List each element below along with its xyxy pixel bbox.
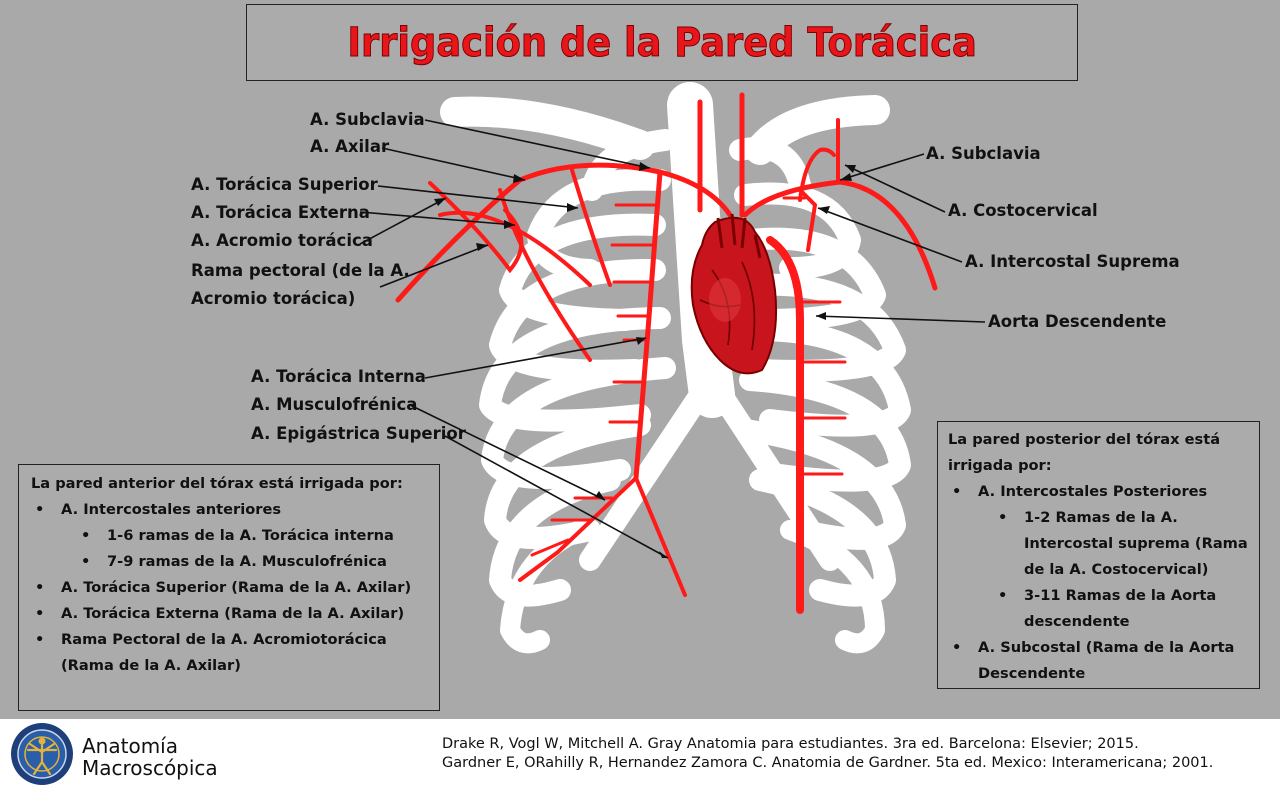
- brand-line-1: Anatomía: [82, 734, 178, 758]
- label-musculophrenic: A. Musculofrénica: [251, 395, 418, 414]
- ribcage: [440, 82, 911, 654]
- left-rib-5: [479, 307, 671, 432]
- posterior-box-heading: La pared posterior del tórax está irriga…: [948, 431, 1221, 474]
- arteries: [395, 92, 938, 614]
- posterior-item-subcostal: A. Subcostal (Rama de la Aorta Descenden…: [952, 635, 1249, 687]
- thoracic-wall-diagram: [359, 82, 986, 654]
- footer: [0, 719, 1280, 794]
- anterior-item-lateral-thoracic: A. Torácica Externa (Rama de la A. Axila…: [35, 601, 429, 627]
- superior-thoracic-artery: [570, 168, 612, 287]
- posterior-wall-box: La pared posterior del tórax está irriga…: [937, 421, 1260, 689]
- anatomia-logo-icon: [11, 723, 73, 785]
- references: Drake R, Vogl W, Mitchell A. Gray Anatom…: [442, 735, 1213, 773]
- left-subclavian-axillary-artery: [395, 162, 733, 303]
- label-internal-thoracic: A. Torácica Interna: [251, 367, 426, 386]
- anterior-item-superior-thoracic: A. Torácica Superior (Rama de la A. Axil…: [35, 575, 429, 601]
- costocervical-trunk: [798, 147, 836, 202]
- label-subclavian-left: A. Subclavia: [310, 110, 425, 129]
- superior-epigastric-artery: [634, 476, 687, 597]
- posterior-box-list: A. Intercostales Posteriores 1-2 Ramas d…: [948, 479, 1249, 687]
- label-lateral-thoracic: A. Torácica Externa: [191, 203, 370, 222]
- label-thoracoacromial: A. Acromio torácica: [191, 231, 373, 250]
- right-rib-1: [729, 137, 811, 196]
- brand-line-2: Macroscópica: [82, 756, 218, 780]
- anterior-subitem-musculophrenic: 7-9 ramas de la A. Musculofrénica: [81, 549, 429, 575]
- reference-1: Drake R, Vogl W, Mitchell A. Gray Anatom…: [442, 736, 1139, 752]
- label-descending-aorta: Aorta Descendente: [988, 312, 1167, 331]
- posterior-intercostal-branches: [782, 196, 847, 476]
- heart-highlight: [709, 278, 741, 322]
- label-superior-thoracic: A. Torácica Superior: [191, 175, 378, 194]
- supreme-intercostal-artery: [798, 188, 818, 252]
- right-rib-3: [739, 227, 886, 331]
- left-rib-7: [484, 414, 651, 549]
- internal-thoracic-artery: [633, 169, 663, 481]
- posterior-item-intercostals: A. Intercostales Posteriores: [952, 479, 1249, 505]
- left-costal-margin: [579, 384, 711, 571]
- right-subclavian-artery: [742, 179, 938, 291]
- left-clavicle: [440, 96, 655, 160]
- posterior-subitem-descending-aorta: 3-11 Ramas de la Aorta descendente: [998, 583, 1249, 635]
- right-costal-margin: [714, 389, 841, 571]
- label-superior-epigastric: A. Epigástrica Superior: [251, 424, 466, 443]
- left-rib-2: [527, 168, 671, 281]
- right-rib-6: [739, 369, 911, 492]
- label-pectoral-branch-line2: Acromio torácica): [191, 289, 356, 308]
- posterior-subitem-supreme-intercostal: 1-2 Ramas de la A. Intercostal suprema (…: [998, 505, 1249, 583]
- title-box: Irrigación de la Pared Torácica: [246, 4, 1078, 81]
- label-subclavian-right: A. Subclavia: [926, 144, 1041, 163]
- reference-2: Gardner E, ORahilly R, Hernandez Zamora …: [442, 755, 1214, 771]
- anterior-box-list: A. Intercostales anteriores 1-6 ramas de…: [31, 497, 429, 679]
- leader-lines: [359, 119, 986, 559]
- left-rib-6: [481, 357, 676, 489]
- right-rib-8: [749, 469, 896, 607]
- page-title: Irrigación de la Pared Torácica: [347, 19, 977, 66]
- label-pectoral-branch-line1: Rama pectoral (de la A.: [191, 261, 410, 280]
- label-axillary: A. Axilar: [310, 137, 390, 156]
- musculophrenic-artery: [518, 476, 638, 582]
- heart-image: [690, 213, 778, 375]
- right-rib-5: [744, 319, 911, 437]
- leader-arrowheads: [434, 162, 856, 558]
- right-rib-7: [734, 419, 906, 550]
- anterior-item-pectoral-branch: Rama Pectoral de la A. Acromiotorácica (…: [35, 627, 429, 679]
- lateral-thoracic-artery: [498, 188, 592, 362]
- label-supreme-intercostal: A. Intercostal Suprema: [965, 252, 1180, 271]
- descending-aorta: [766, 236, 804, 614]
- brand-name: Anatomía Macroscópica: [82, 735, 218, 779]
- anterior-item-intercostals: A. Intercostales anteriores: [35, 497, 429, 523]
- anterior-subitem-internal-thoracic: 1-6 ramas de la A. Torácica interna: [81, 523, 429, 549]
- right-rib-4: [744, 273, 906, 382]
- left-rib-4: [489, 258, 666, 382]
- anterior-box-heading: La pared anterior del tórax está irrigad…: [31, 475, 403, 492]
- label-costocervical: A. Costocervical: [948, 201, 1098, 220]
- anterior-wall-box: La pared anterior del tórax está irrigad…: [18, 464, 440, 711]
- heart-vessels: [716, 213, 762, 259]
